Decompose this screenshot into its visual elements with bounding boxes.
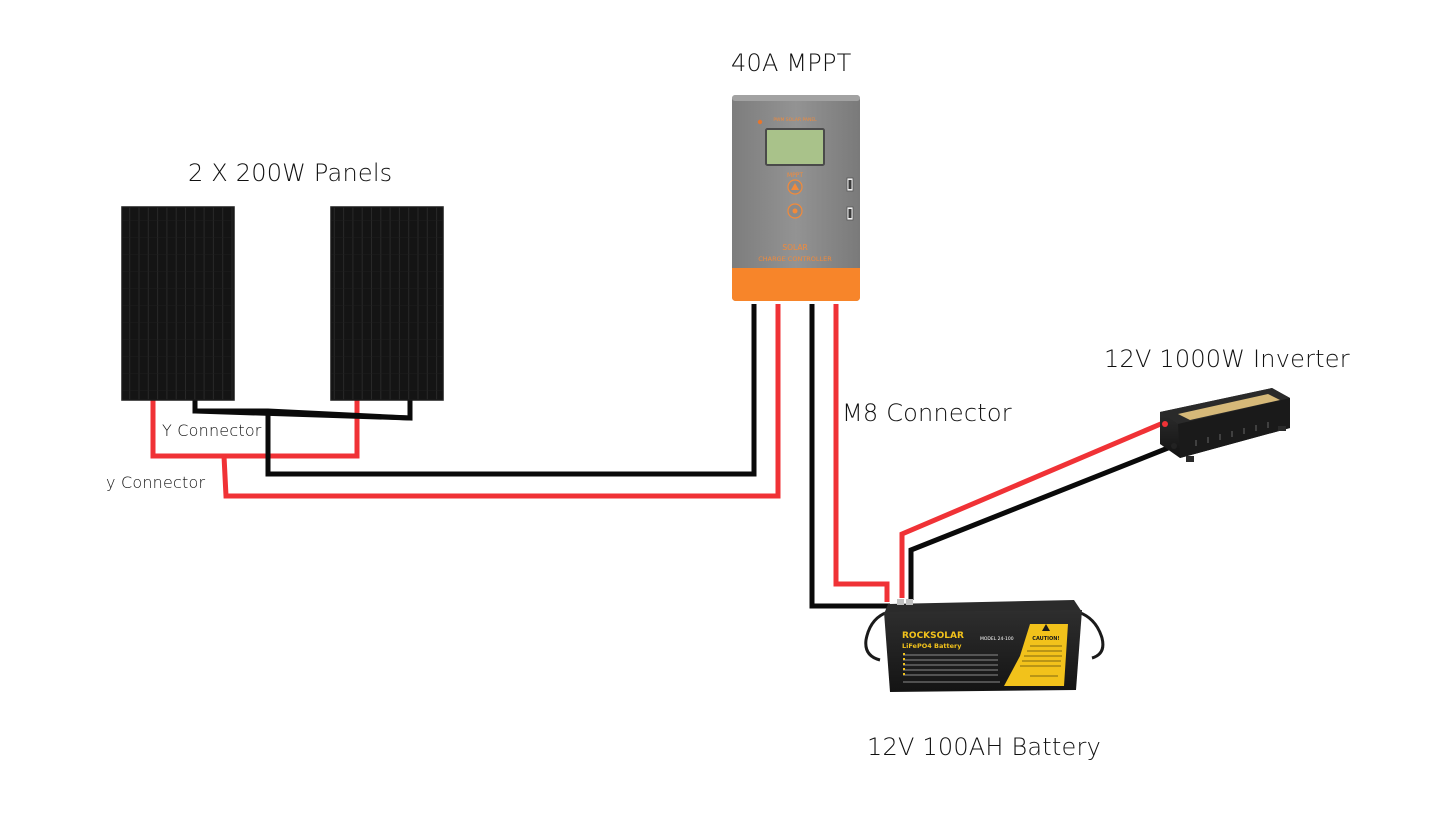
caution-triangle-icon bbox=[1042, 624, 1050, 631]
controller-label: 40A MPPT bbox=[731, 49, 852, 77]
wire-positive-controller-to-battery bbox=[833, 304, 890, 602]
battery-terminal-positive bbox=[897, 599, 904, 605]
solar-panel-right bbox=[330, 206, 444, 401]
wire-negative-panel-to-controller bbox=[265, 304, 757, 477]
battery-spec-bullets bbox=[903, 653, 905, 675]
controller-product-line1: SOLAR bbox=[782, 243, 807, 252]
usb-port-icon bbox=[846, 206, 854, 221]
inverter-foot bbox=[1186, 456, 1194, 462]
battery-label: 12V 100AH Battery bbox=[867, 733, 1101, 761]
battery-model-text: MODEL 24-100 bbox=[980, 636, 1014, 642]
battery-brand-text: ROCKSOLAR bbox=[902, 631, 964, 641]
battery-caution-text: CAUTION! bbox=[1032, 636, 1059, 642]
wiring bbox=[150, 304, 1174, 609]
wire-positive-panel-to-controller bbox=[221, 304, 781, 499]
wire-negative-battery-to-inverter bbox=[908, 443, 1174, 600]
controller-lcd-screen bbox=[765, 128, 825, 166]
inverter-label: 12V 1000W Inverter bbox=[1104, 345, 1350, 373]
y-connector-upper-label: Y Connector bbox=[162, 421, 262, 440]
up-arrow-button-icon bbox=[787, 179, 803, 195]
battery-terminal-negative bbox=[906, 599, 913, 605]
down-button-icon bbox=[787, 203, 803, 219]
battery-caution-lines bbox=[1020, 645, 1062, 677]
m8-connector-label: M8 Connector bbox=[842, 399, 1012, 427]
wire-positive-battery-to-inverter bbox=[899, 420, 1164, 598]
inverter-gold-stripe bbox=[1178, 394, 1280, 420]
usb-port-icon bbox=[846, 177, 854, 192]
battery-handle-right bbox=[1077, 610, 1105, 660]
charge-controller: PWM SOLAR PANEL MPPT SOLAR CHARGE CONTRO… bbox=[732, 95, 860, 301]
battery-caution-panel bbox=[1004, 624, 1068, 686]
battery-handle-left bbox=[864, 610, 889, 662]
inverter-terminal-negative bbox=[1171, 443, 1177, 449]
controller-product-line2: CHARGE CONTROLLER bbox=[758, 255, 832, 263]
solar-panel-left bbox=[121, 206, 235, 401]
inverter-vent-slots bbox=[1195, 422, 1269, 446]
inverter-foot bbox=[1278, 426, 1286, 431]
controller-mode-text: MPPT bbox=[787, 172, 803, 179]
y-connector-lower-label: y Connector bbox=[106, 473, 206, 492]
battery: ROCKSOLAR LiFePO4 Battery MODEL 24-100 C… bbox=[864, 599, 1105, 692]
inverter-terminal-positive bbox=[1162, 421, 1168, 427]
wire-negative-controller-to-battery bbox=[809, 304, 890, 609]
inverter bbox=[1160, 388, 1290, 462]
wire-negative-panels-link bbox=[194, 408, 411, 421]
battery-spec-lines bbox=[903, 654, 1000, 683]
wire-positive-panels-y bbox=[150, 394, 360, 459]
controller-brand-text: PWM SOLAR PANEL bbox=[773, 117, 817, 123]
controller-orange-base bbox=[732, 268, 860, 301]
battery-product-text: LiFePO4 Battery bbox=[902, 642, 962, 650]
panels-label: 2 X 200W Panels bbox=[188, 159, 393, 187]
controller-indicator-led bbox=[757, 119, 763, 125]
